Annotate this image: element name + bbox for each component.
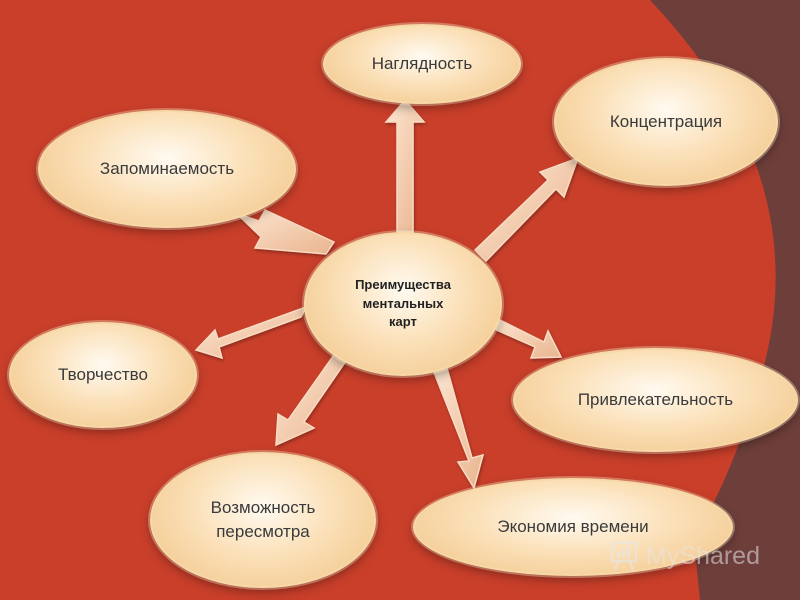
node-time-saving-label: Экономия времени — [497, 517, 649, 537]
node-creativity: Творчество — [9, 322, 197, 428]
arrow-to-review — [275, 351, 350, 447]
node-concentration: Концентрация — [554, 58, 778, 186]
node-memorability: Запоминаемость — [38, 110, 296, 228]
node-visibility: Наглядность — [323, 24, 521, 104]
arrow-to-visibility — [384, 98, 426, 233]
node-concentration-label: Концентрация — [609, 112, 723, 132]
arrow-to-attractiveness — [491, 316, 563, 359]
node-visibility-label: Наглядность — [371, 54, 473, 74]
node-creativity-label: Творчество — [58, 365, 148, 385]
center-node: Преимущества ментальных карт — [304, 232, 502, 376]
arrow-to-concentration — [473, 156, 580, 263]
node-review-label: Возможность пересмотра — [210, 498, 316, 541]
watermark-text: MyShared — [646, 541, 760, 570]
watermark: MyShared — [610, 540, 760, 572]
node-memorability-label: Запоминаемость — [99, 159, 235, 179]
arrow-to-memorability — [235, 209, 336, 255]
arrow-to-creativity — [194, 305, 308, 360]
arrow-to-time-saving — [431, 367, 485, 490]
center-node-label: Преимущества ментальных карт — [355, 276, 451, 330]
presentation-board-icon — [610, 541, 638, 571]
node-attractiveness-label: Привлекательность — [577, 390, 734, 410]
node-review: Возможность пересмотра — [150, 452, 376, 588]
node-attractiveness: Привлекательность — [513, 348, 798, 452]
node-time-saving: Экономия времени — [413, 478, 733, 576]
